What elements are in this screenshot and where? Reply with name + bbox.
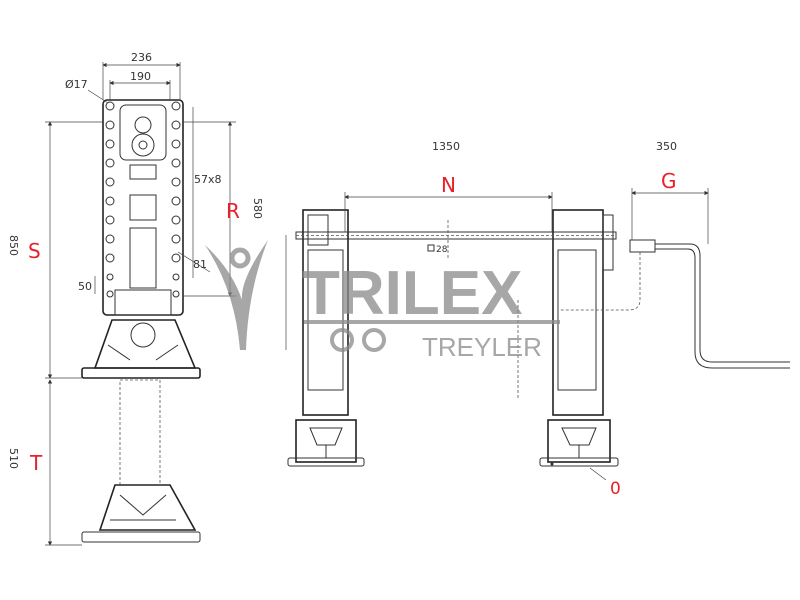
pin-hole [171,158,181,168]
pin-hole [172,273,180,281]
pin-hole [105,120,115,130]
dim-1350: 1350 [432,140,460,153]
dim-190: 190 [130,70,151,83]
cross-shaft: 28 [295,220,617,258]
dim-28: 28 [436,245,448,255]
watermark-sub: TREYLER [422,332,542,362]
pin-hole [171,120,181,130]
pin-hole [171,215,181,225]
label-g: G [661,169,677,193]
front-view-dimensions: 236 190 Ø17 57x8 81 50 850 S 580 R 510 T [7,51,264,546]
watermark-logo: TRILEX TREYLER [205,235,560,362]
dim-236: 236 [131,51,152,64]
pin-hole [171,196,181,206]
dim-510: 510 [7,448,20,469]
dim-50: 50 [78,280,92,293]
dim-350: 350 [656,140,677,153]
pin-hole [171,234,181,244]
pin-hole [105,234,115,244]
side-view-right-leg [539,209,619,467]
pin-hole [105,139,115,149]
pin-hole [171,139,181,149]
dim-57x8: 57x8 [194,173,222,186]
front-view-jack [81,99,201,543]
pin-hole [105,101,115,111]
pin-hole [106,290,114,298]
pin-hole [105,158,115,168]
pin-hole [171,177,181,187]
pin-hole [172,290,180,298]
dim-hole-diameter: Ø17 [65,78,88,91]
crank-handle [517,239,790,400]
watermark-brand: TRILEX [302,259,522,328]
pin-hole [105,253,115,263]
pin-hole [171,253,181,263]
side-view-dimensions: 1350 N 350 G 0 [344,140,709,499]
pin-hole [171,101,181,111]
label-r: R [226,199,240,223]
label-s: S [28,239,41,263]
dim-580: 580 [251,198,264,219]
dim-850: 850 [7,235,20,256]
pin-hole [105,177,115,187]
pin-hole [105,196,115,206]
label-o: 0 [610,479,621,499]
label-n: N [441,173,456,197]
pin-hole [106,273,114,281]
pin-hole [105,215,115,225]
label-t: T [29,451,43,475]
